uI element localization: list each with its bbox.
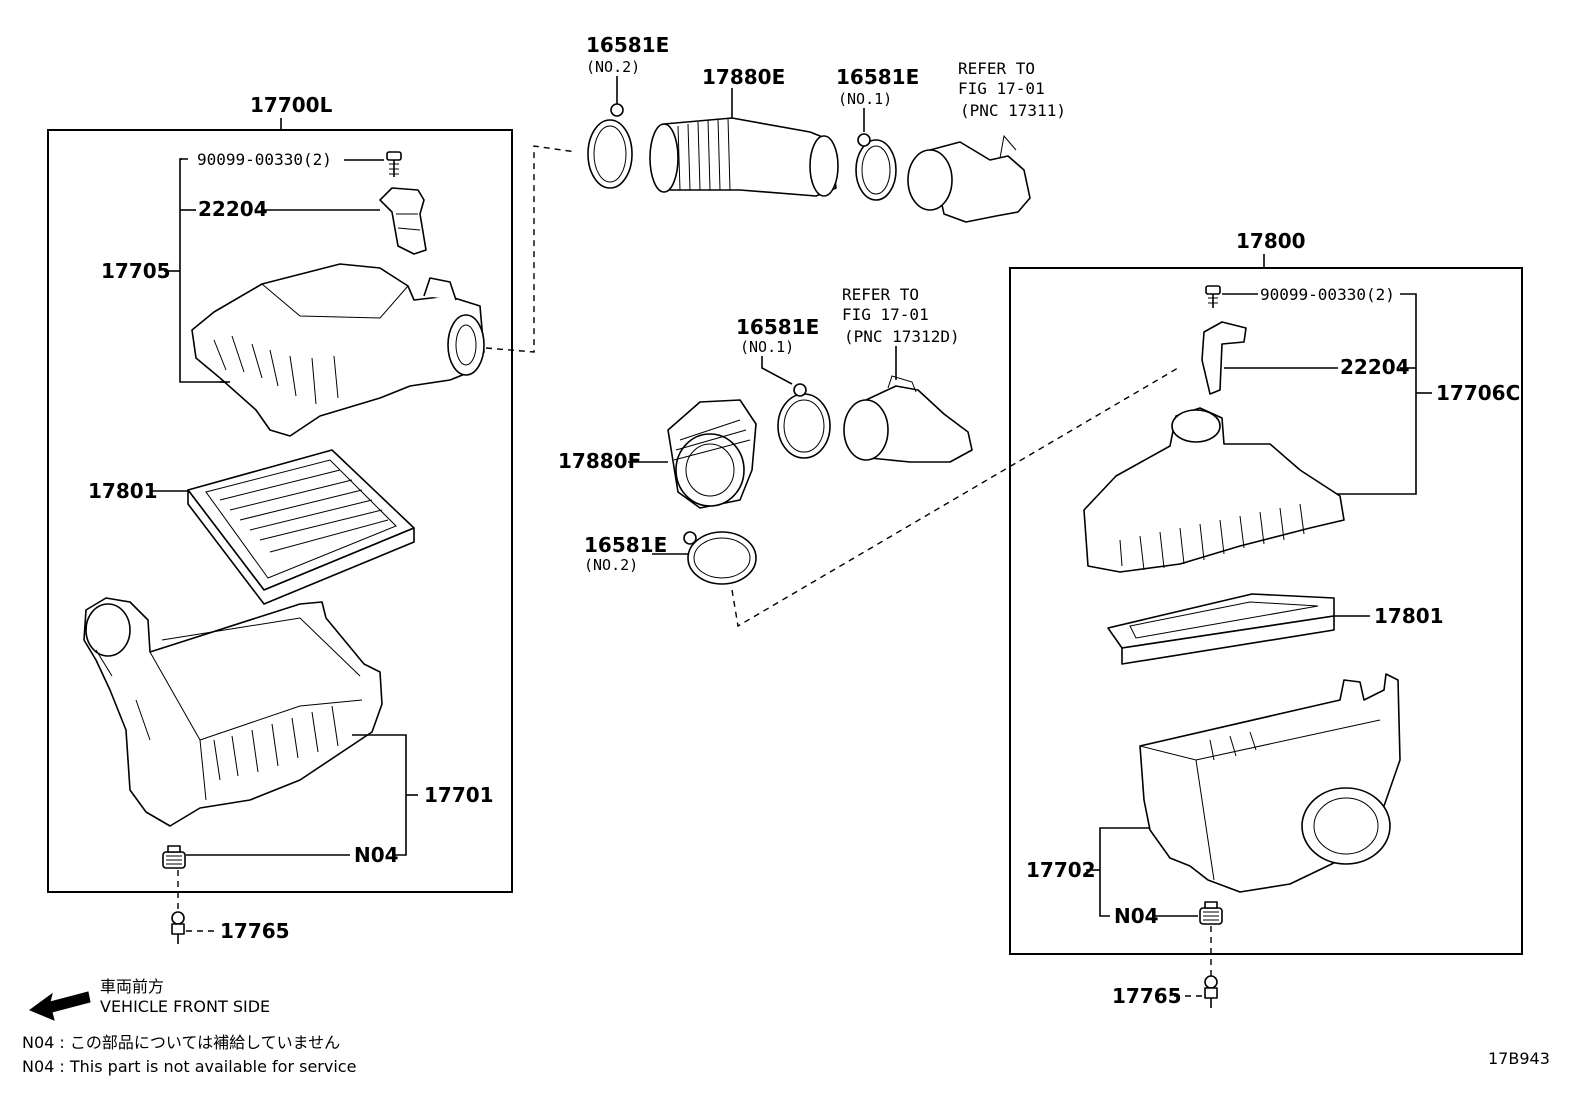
throttle-duct-icon (843, 375, 973, 463)
stud-icon (171, 911, 185, 944)
left-air-cleaner-case-icon (83, 597, 383, 827)
hose-upper-number[interactable]: 17880E (702, 65, 785, 89)
left-assembly-frame (47, 129, 513, 893)
left-air-filter-icon (187, 449, 415, 605)
ref-lower-line1: REFER TO (842, 285, 919, 304)
grommet-icon (1199, 901, 1223, 925)
left-filter-number[interactable]: 17801 (88, 479, 158, 503)
connection-line-left (485, 145, 577, 353)
clamp-top-right-sub: (NO.1) (838, 90, 892, 108)
right-bolt-number[interactable]: 90099-00330(2) (1260, 285, 1395, 304)
right-stud-number[interactable]: 17765 (1112, 984, 1182, 1008)
clamp-top-left-sub: (NO.2) (586, 58, 640, 76)
grommet-icon (162, 845, 186, 869)
ref-upper-line1: REFER TO (958, 59, 1035, 78)
clamp-low-number[interactable]: 16581E (584, 533, 667, 557)
n04-note-jp: N04 : この部品については補給していません (22, 1033, 340, 1052)
hose-clamp-icon (587, 103, 633, 189)
clamp-top-right-number[interactable]: 16581E (836, 65, 919, 89)
right-assembly-frame (1009, 267, 1523, 955)
hose-lower-number[interactable]: 17880F (558, 449, 641, 473)
left-case-number[interactable]: 17701 (424, 783, 494, 807)
ref-lower-line3: (PNC 17312D) (844, 327, 960, 346)
front-arrow-icon (28, 991, 91, 1021)
right-case-number[interactable]: 17702 (1026, 858, 1096, 882)
right-sensor-number[interactable]: 22204 (1340, 355, 1410, 379)
n04-note-en: N04 : This part is not available for ser… (22, 1057, 356, 1076)
clamp-mid-number[interactable]: 16581E (736, 315, 819, 339)
intake-hose-icon (667, 399, 757, 509)
right-assembly-group: 17800 90099-00330(2) 17706C 22204 (1009, 229, 1523, 1008)
left-sensor-number[interactable]: 22204 (198, 197, 268, 221)
mass-airflow-sensor-icon (1201, 321, 1247, 395)
left-assembly-group: 17700L 90099-00330(2) 22204 17705 (47, 93, 513, 944)
direction-jp: 車両前方 (100, 977, 164, 996)
left-n04-label[interactable]: N04 (354, 843, 399, 867)
right-n04-label[interactable]: N04 (1114, 904, 1159, 928)
ref-upper-line2: FIG 17-01 (958, 79, 1045, 98)
direction-en: VEHICLE FRONT SIDE (100, 997, 270, 1016)
bolt-icon (1205, 285, 1221, 308)
hose-clamp-icon (683, 531, 757, 585)
left-air-cleaner-cap-icon (191, 263, 485, 437)
clamp-top-left-number[interactable]: 16581E (586, 33, 669, 57)
left-cap-subassembly-number[interactable]: 17705 (101, 259, 171, 283)
throttle-duct-icon (907, 134, 1031, 223)
right-cap-subassembly-number[interactable]: 17706C (1436, 381, 1520, 405)
right-assembly-number[interactable]: 17800 (1236, 229, 1306, 253)
legend: 車両前方 VEHICLE FRONT SIDE N04 : この部品については補… (22, 977, 1550, 1076)
intake-lower-group: 16581E (NO.1) REFER TO FIG 17-01 (PNC 17… (558, 285, 973, 585)
right-air-cleaner-cap-icon (1083, 407, 1345, 573)
stud-icon (1204, 975, 1218, 1008)
connection-line-right (731, 367, 1179, 628)
figure-id: 17B943 (1488, 1049, 1550, 1068)
ref-upper-line3: (PNC 17311) (960, 101, 1066, 120)
right-air-filter-icon (1107, 593, 1335, 665)
bolt-icon (386, 151, 402, 177)
intake-hose-icon (649, 117, 839, 197)
left-bolt-number[interactable]: 90099-00330(2) (197, 150, 332, 169)
left-stud-number[interactable]: 17765 (220, 919, 290, 943)
clamp-mid-sub: (NO.1) (740, 338, 794, 356)
hose-clamp-icon (855, 133, 897, 201)
hose-clamp-icon (777, 383, 831, 459)
left-assembly-number[interactable]: 17700L (250, 93, 333, 117)
intake-upper-group: 16581E (NO.2) 17880E 16581E (NO.1) REFER… (586, 33, 1066, 223)
right-air-cleaner-case-icon (1139, 673, 1401, 893)
mass-airflow-sensor-icon (379, 187, 427, 255)
ref-lower-line2: FIG 17-01 (842, 305, 929, 324)
clamp-low-sub: (NO.2) (584, 556, 638, 574)
right-filter-number[interactable]: 17801 (1374, 604, 1444, 628)
